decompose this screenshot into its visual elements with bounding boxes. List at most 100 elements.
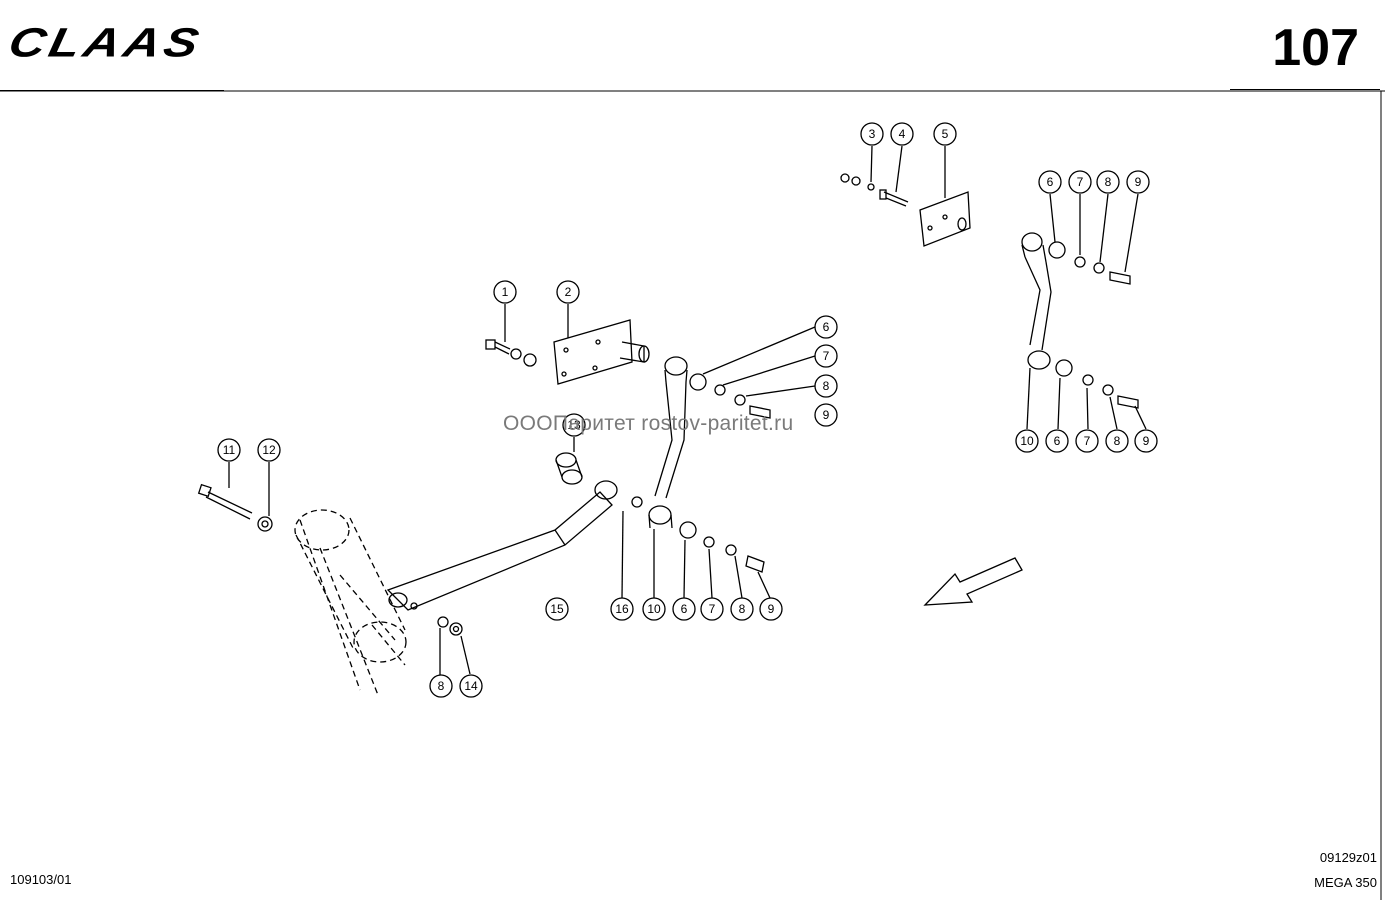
ghost-axle-assembly xyxy=(294,509,407,696)
callout-r8: 8 xyxy=(1096,170,1120,194)
washer-3c xyxy=(867,183,875,191)
callout-rb7: 7 xyxy=(1075,429,1099,453)
callout-m7: 7 xyxy=(814,344,838,368)
svg-text:5: 5 xyxy=(942,127,949,141)
svg-text:6: 6 xyxy=(681,602,688,616)
nut-12 xyxy=(257,516,273,532)
callout-11: 11 xyxy=(217,438,241,462)
lever-15 xyxy=(386,480,618,611)
mounting-plate-2 xyxy=(553,319,650,385)
callout-m9: 9 xyxy=(814,403,838,427)
washer-16 xyxy=(631,496,643,508)
callout-l14: 14 xyxy=(459,674,483,698)
callout-b7: 7 xyxy=(700,597,724,621)
callout-l8: 8 xyxy=(429,674,453,698)
washer-7-right-low xyxy=(1082,374,1094,386)
svg-text:8: 8 xyxy=(823,379,830,393)
svg-text:9: 9 xyxy=(823,408,830,422)
callout-1: 1 xyxy=(493,280,517,304)
svg-text:8: 8 xyxy=(438,679,445,693)
bushing-6-low xyxy=(679,521,697,539)
drawing-number: 109103/01 xyxy=(10,872,72,887)
callout-m8: 8 xyxy=(814,374,838,398)
figure-code: 09129z01 xyxy=(1319,850,1377,865)
callout-5: 5 xyxy=(933,122,957,146)
page-number: 107 xyxy=(1272,19,1359,77)
nut-14 xyxy=(449,622,463,636)
bolt-9-low xyxy=(745,555,765,573)
washer-1a xyxy=(510,348,522,360)
svg-text:13: 13 xyxy=(567,418,581,432)
callout-13: 13 xyxy=(562,413,586,437)
callout-b8: 8 xyxy=(730,597,754,621)
washer-7-low xyxy=(703,536,715,548)
bolt-4 xyxy=(879,189,909,207)
svg-text:6: 6 xyxy=(823,320,830,334)
washer-8-right-top xyxy=(1093,262,1105,274)
svg-text:9: 9 xyxy=(1135,175,1142,189)
svg-text:2: 2 xyxy=(565,285,572,299)
svg-text:7: 7 xyxy=(709,602,716,616)
callout-4: 4 xyxy=(890,122,914,146)
bracket-5 xyxy=(919,191,971,247)
washer-8-right-low xyxy=(1102,384,1114,396)
callout-rb8: 8 xyxy=(1105,429,1129,453)
callout-r6: 6 xyxy=(1038,170,1062,194)
washer-7-right-top xyxy=(1074,256,1086,268)
bolt-9-right-top xyxy=(1109,271,1131,285)
svg-text:10: 10 xyxy=(647,602,661,616)
svg-text:14: 14 xyxy=(464,679,478,693)
svg-text:15: 15 xyxy=(550,602,564,616)
washer-8-low xyxy=(725,544,737,556)
svg-text:6: 6 xyxy=(1047,175,1054,189)
header-rule-right xyxy=(1230,89,1380,90)
bushing-6-mid xyxy=(689,373,707,391)
bolt-9-right-low xyxy=(1117,395,1139,409)
bolt-11 xyxy=(197,483,253,520)
bushing-6-right-low xyxy=(1055,359,1073,377)
bolt-9-mid xyxy=(749,405,771,419)
model-name: MEGA 350 xyxy=(1314,875,1377,890)
nut-3a xyxy=(840,173,850,183)
svg-text:4: 4 xyxy=(899,127,906,141)
callout-b9: 9 xyxy=(759,597,783,621)
washer-8-left xyxy=(437,616,449,628)
callout-b10: 10 xyxy=(642,597,666,621)
svg-text:8: 8 xyxy=(739,602,746,616)
callout-2: 2 xyxy=(556,280,580,304)
svg-text:1: 1 xyxy=(502,285,509,299)
callout-rb10: 10 xyxy=(1015,429,1039,453)
svg-text:9: 9 xyxy=(1143,434,1150,448)
svg-text:12: 12 xyxy=(262,443,276,457)
callout-15: 15 xyxy=(545,597,569,621)
svg-text:9: 9 xyxy=(768,602,775,616)
svg-text:8: 8 xyxy=(1114,434,1121,448)
svg-text:7: 7 xyxy=(823,349,830,363)
callout-3: 3 xyxy=(860,122,884,146)
link-arm-right xyxy=(1021,232,1052,370)
washer-3b xyxy=(851,176,861,186)
callout-12: 12 xyxy=(257,438,281,462)
svg-text:11: 11 xyxy=(223,443,236,457)
callout-16: 16 xyxy=(610,597,634,621)
washer-7-mid xyxy=(714,384,726,396)
svg-text:7: 7 xyxy=(1084,434,1091,448)
callout-rb6: 6 xyxy=(1045,429,1069,453)
nut-1b xyxy=(523,353,537,367)
watermark-text: ОООПаритет rostov-paritet.ru xyxy=(503,412,794,435)
bolt-1 xyxy=(485,339,511,355)
callout-b6: 6 xyxy=(672,597,696,621)
link-arm-center xyxy=(648,356,688,529)
svg-text:16: 16 xyxy=(615,602,629,616)
callout-r7: 7 xyxy=(1068,170,1092,194)
direction-arrow xyxy=(923,557,1023,606)
svg-text:6: 6 xyxy=(1054,434,1061,448)
svg-text:7: 7 xyxy=(1077,175,1084,189)
bushing-6-right-top xyxy=(1048,241,1066,259)
callout-m6: 6 xyxy=(814,315,838,339)
callout-r9: 9 xyxy=(1126,170,1150,194)
washer-8-mid xyxy=(734,394,746,406)
bushing-13 xyxy=(555,452,583,485)
